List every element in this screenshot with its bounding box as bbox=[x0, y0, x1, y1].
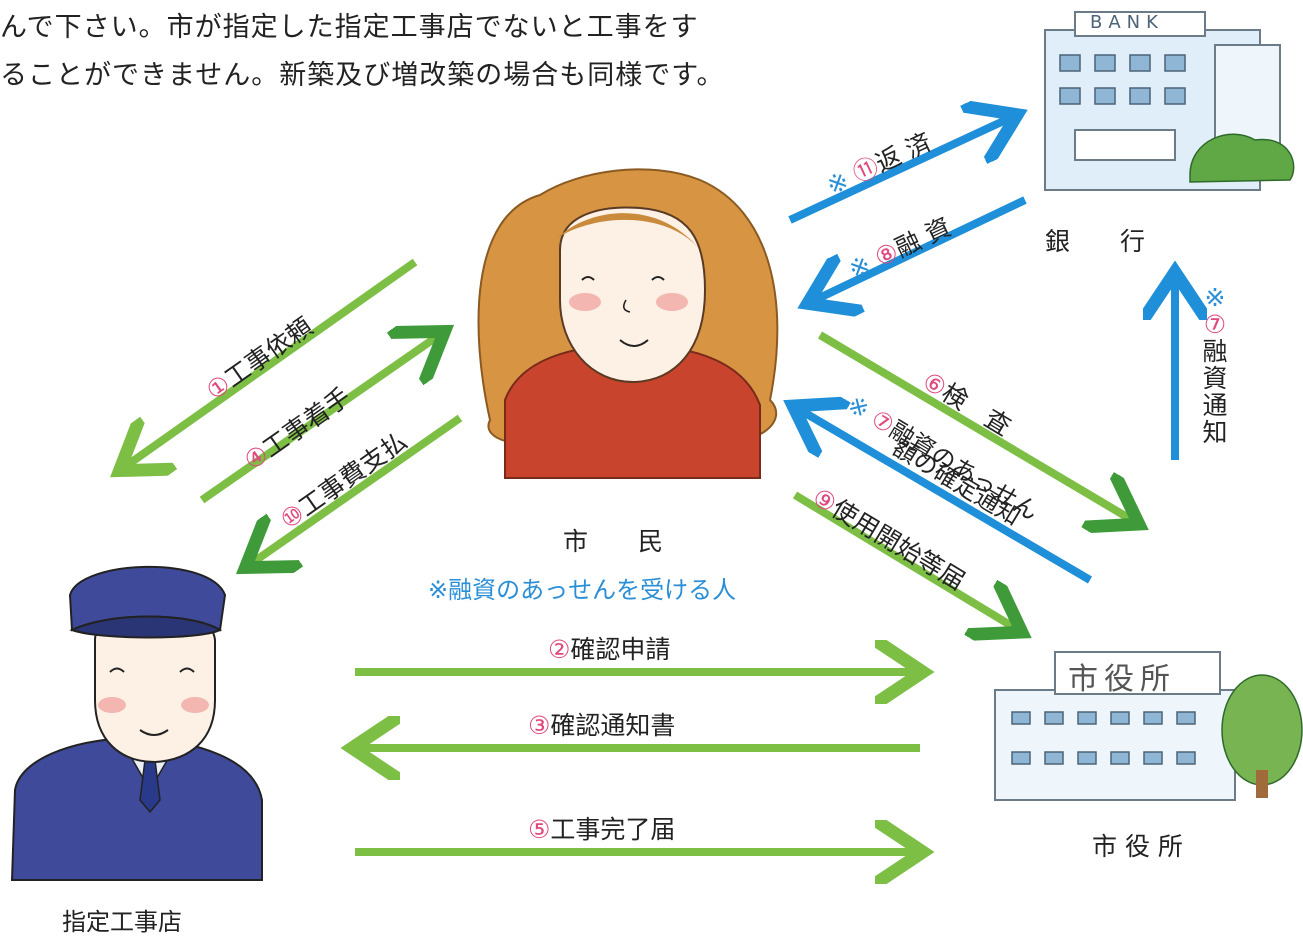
arrow-9-usage-notice bbox=[792, 491, 1015, 628]
arrow-7-loan-confirm bbox=[800, 410, 1093, 584]
arrow-4-work-start bbox=[199, 336, 438, 504]
citizen-note: ※融資のあっせんを受ける人 bbox=[428, 576, 737, 604]
arrow-1-work-request bbox=[126, 258, 418, 466]
arrow-8-loan bbox=[815, 196, 1027, 300]
bank-illustration bbox=[1044, 11, 1295, 191]
step-7b-char: 知 bbox=[1202, 418, 1228, 447]
step-7b-mark: ※ bbox=[1204, 283, 1226, 312]
bank-label: 銀 行 bbox=[1045, 227, 1146, 256]
intro-line-2: ることができません。新築及び増改築の場合も同様です。 bbox=[0, 60, 725, 91]
city-office-illustration bbox=[994, 651, 1303, 801]
step-7b-num: ⑦ bbox=[1203, 310, 1227, 339]
citizen-label: 市 民 bbox=[563, 527, 664, 556]
step-7b-label: ※ ⑦ 融 資 通 知 bbox=[1200, 284, 1230, 446]
city-office-sign: 市役所 bbox=[1068, 662, 1176, 697]
city-office-label: 市 役 所 bbox=[1092, 832, 1183, 861]
bank-sign: BANK bbox=[1090, 12, 1164, 33]
step-7b-char: 融 bbox=[1202, 337, 1228, 366]
arrows bbox=[126, 118, 1175, 852]
intro-text: んで下さい。市が指定した指定工事店でないと工事をす ることができません。新築及び… bbox=[0, 4, 725, 100]
step-7b-char: 通 bbox=[1202, 391, 1228, 420]
intro-line-1: んで下さい。市が指定した指定工事店でないと工事をす bbox=[0, 12, 699, 43]
step-2-label: ②確認申請 bbox=[548, 635, 671, 664]
step-5-label: ⑤工事完了届 bbox=[528, 815, 676, 844]
contractor-label: 指定工事店 bbox=[62, 908, 182, 936]
citizen-illustration bbox=[477, 168, 779, 479]
arrow-6-inspection bbox=[817, 331, 1132, 520]
arrow-10-payment bbox=[252, 414, 463, 563]
step-7b-char: 資 bbox=[1202, 364, 1228, 393]
contractor-illustration bbox=[10, 565, 263, 881]
step-3-label: ③確認通知書 bbox=[528, 711, 676, 740]
arrow-11-repayment bbox=[788, 118, 1010, 224]
